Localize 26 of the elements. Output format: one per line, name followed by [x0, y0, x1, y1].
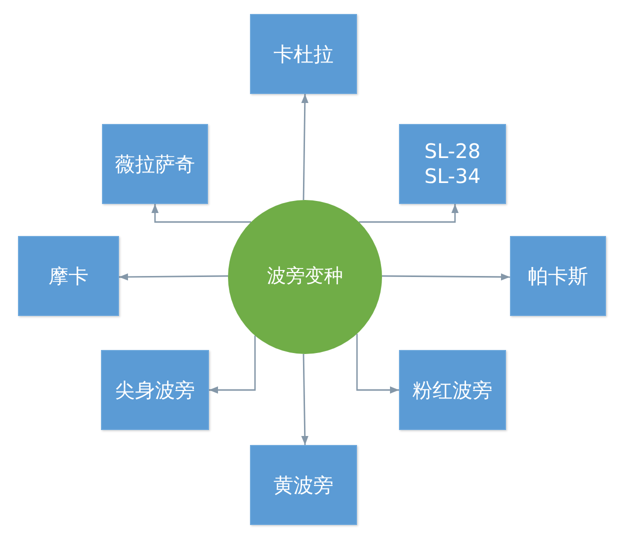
node-label: 摩卡	[48, 264, 88, 288]
node-label: 黄波旁	[274, 472, 334, 498]
process-box	[399, 350, 506, 430]
arrow	[119, 273, 228, 281]
node-label: 薇拉萨奇	[115, 152, 195, 176]
process-box	[101, 350, 209, 430]
node-label: 尖身波旁	[115, 378, 195, 402]
node-label: 波旁变种	[267, 265, 343, 289]
process-box	[250, 445, 357, 525]
node-label: 帕卡斯	[528, 264, 588, 288]
arrow	[382, 273, 510, 281]
node-label: 粉红波旁	[412, 378, 492, 402]
process-box	[250, 14, 357, 94]
node-label: SL-34	[424, 164, 481, 189]
node-label: 卡杜拉	[274, 42, 334, 66]
arrow	[151, 204, 252, 223]
arrow	[301, 354, 308, 446]
process-box	[18, 236, 119, 316]
process-box	[102, 124, 208, 204]
arrow	[209, 336, 256, 394]
process-box	[510, 236, 606, 316]
arrow	[301, 94, 308, 200]
node-label: SL-28	[424, 139, 481, 164]
process-box	[399, 124, 506, 204]
arrow	[356, 334, 399, 394]
arrow	[358, 204, 459, 223]
